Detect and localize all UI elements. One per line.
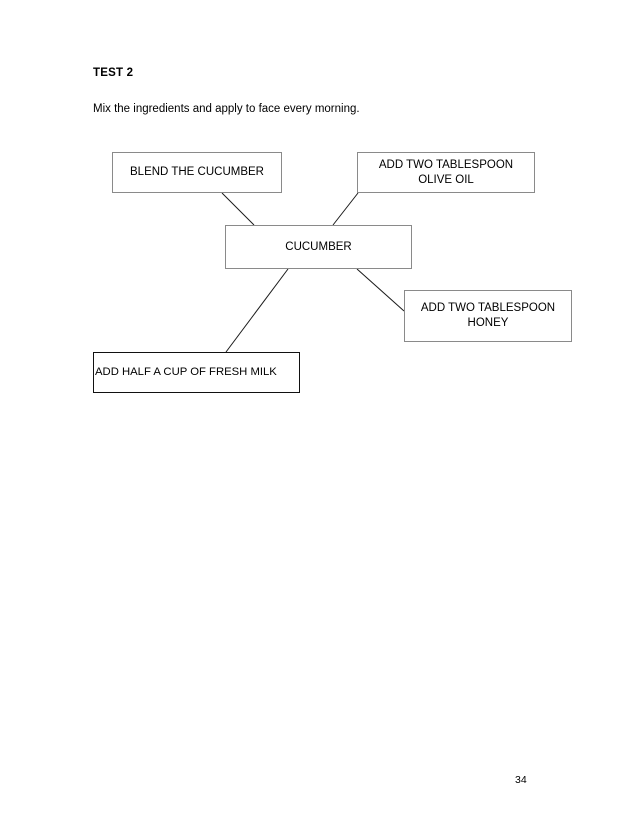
node-label: ADD HALF A CUP OF FRESH MILK [95,366,277,378]
connector-blend-to-center [221,192,255,226]
page-title: TEST 2 [93,67,134,79]
node-label: CUCUMBER [285,240,352,253]
connector-lines [221,192,405,353]
connector-center-to-milk [225,268,289,353]
node-label: BLEND THE CUCUMBER [130,166,264,178]
node-blend-the-cucumber: BLEND THE CUCUMBER [112,152,282,193]
node-label: ADD TWO TABLESPOON HONEY [420,302,556,329]
node-add-two-tablespoon-honey: ADD TWO TABLESPOON HONEY [404,290,572,342]
node-add-half-a-cup-of-fresh-milk: ADD HALF A CUP OF FRESH MILK [93,352,300,393]
node-label: ADD TWO TABLESPOON OLIVE OIL [378,158,514,186]
intro-text: Mix the ingredients and apply to face ev… [93,103,360,115]
page-number: 34 [515,774,527,786]
mind-map-diagram: BLEND THE CUCUMBER ADD TWO TABLESPOON OL… [93,152,572,393]
node-cucumber-center: CUCUMBER [225,225,412,269]
connector-center-to-honey [356,268,405,312]
connector-olive-to-center [332,192,359,226]
node-add-two-tablespoon-olive-oil: ADD TWO TABLESPOON OLIVE OIL [357,152,535,193]
